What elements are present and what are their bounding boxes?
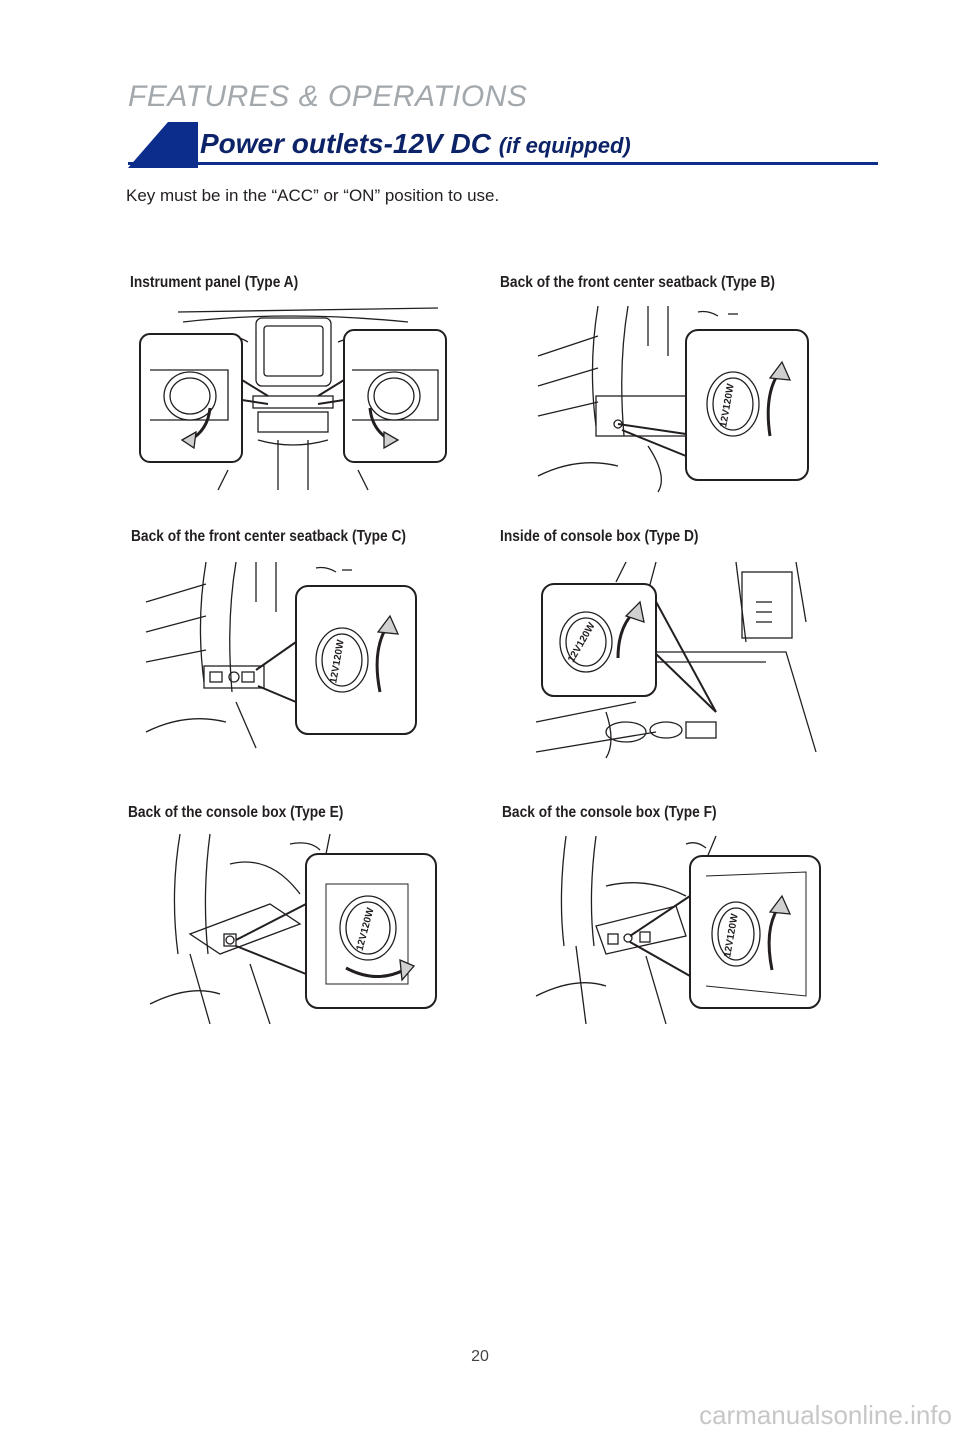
heading-main: Power outlets-12V DC	[200, 128, 491, 159]
callout-f: 12V120W	[630, 856, 820, 1008]
callout-right	[318, 330, 446, 462]
figure-e-console-back: 12V120W	[150, 834, 440, 1024]
page-heading: Power outlets-12V DC (if equipped)	[200, 128, 631, 160]
callout-left	[140, 334, 268, 462]
callout-d: 12V120W	[542, 584, 716, 712]
heading-bar: Power outlets-12V DC (if equipped)	[128, 122, 878, 168]
figure-f-console-back: 12V120W	[536, 836, 826, 1024]
figure-f-label: Back of the console box (Type F)	[502, 804, 717, 822]
heading-rule	[128, 162, 878, 165]
watermark: carmanualsonline.info	[699, 1400, 952, 1431]
figure-d-console-inside: 12V120W	[536, 562, 826, 758]
console-e-drawing	[150, 834, 330, 1024]
figure-b-label: Back of the front center seatback (Type …	[500, 274, 775, 292]
figure-e-label: Back of the console box (Type E)	[128, 804, 343, 822]
figure-a-instrument-panel	[138, 300, 448, 490]
figure-b-front-seatback: 12V120W	[538, 306, 813, 492]
figure-d-label: Inside of console box (Type D)	[500, 528, 699, 546]
figure-c-label: Back of the front center seatback (Type …	[131, 528, 406, 546]
page-number: 20	[0, 1348, 960, 1366]
section-title: FEATURES & OPERATIONS	[128, 80, 527, 114]
callout-b: 12V120W	[618, 330, 808, 480]
heading-sub: (if equipped)	[499, 133, 631, 158]
intro-text: Key must be in the “ACC” or “ON” positio…	[126, 186, 499, 206]
callout-e: 12V120W	[236, 854, 436, 1008]
figure-a-label: Instrument panel (Type A)	[130, 274, 298, 292]
figure-c-front-seatback: 12V120W	[146, 562, 421, 748]
callout-c: 12V120W	[256, 586, 416, 734]
